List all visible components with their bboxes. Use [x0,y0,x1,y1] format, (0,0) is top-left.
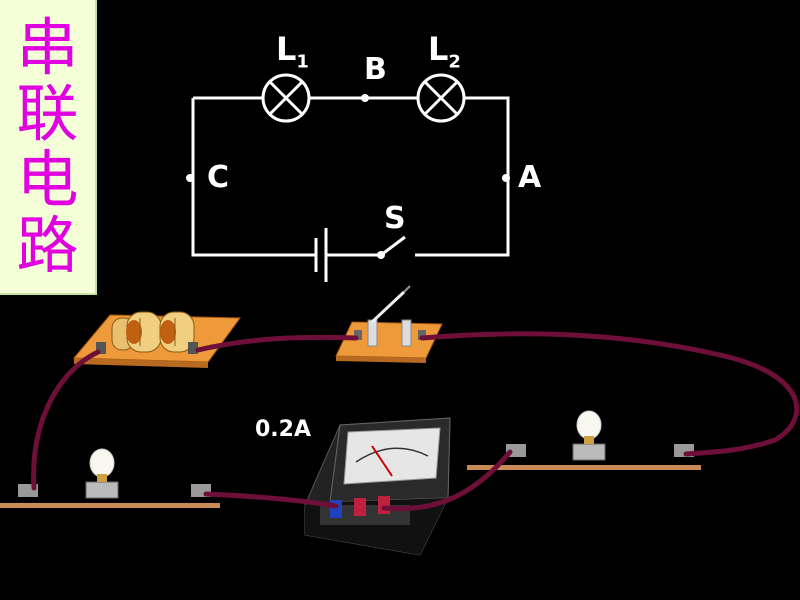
wire-ammeter-to-right-lamp [381,449,513,512]
right-light-bulb-icon [506,410,694,461]
node-a-dot [502,174,510,182]
lamp-l2-label: L2 [428,30,461,72]
right-rail [467,465,701,470]
schematic-nodes [186,94,510,259]
lamp-l1-letter: L [276,30,297,68]
node-b-dot [361,94,369,102]
circuit-schematic [191,73,510,282]
left-rail [0,503,220,508]
point-b-label: B [364,52,387,87]
wire-switch-to-right-lamp [419,331,800,457]
title-char: 电 [16,142,79,216]
ammeter-reading: 0.2A [255,417,311,442]
title-char: 路 [16,208,79,282]
pictorial-wires [31,331,800,512]
battery-holder-icon [72,311,241,368]
switch-symbol-icon [380,235,406,257]
lamp-l1-label: L1 [276,30,309,72]
ammeter-icon [304,417,451,556]
wire-holder-to-left-lamp [31,349,101,491]
title-char: 串 [16,10,79,84]
lamp-l2-symbol-icon [416,73,466,123]
wire-holder-to-switch [195,334,359,353]
schematic-wire [191,98,316,257]
battery-symbol-icon [314,228,328,282]
switch-pivot-dot [377,251,385,259]
wire-left-lamp-to-ammeter [203,491,339,509]
knife-switch-icon [335,285,443,363]
title-panel: 串 联 电 路 [0,0,97,295]
node-c-dot [186,174,194,182]
lamp-l2-letter: L [428,30,449,68]
lamp-l1-symbol-icon [261,73,311,123]
lamp-l1-subscript: 1 [296,51,309,73]
lamp-l2-subscript: 2 [448,51,461,73]
point-c-label: C [207,160,230,195]
switch-s-label: S [384,201,406,236]
left-light-bulb-icon [18,448,211,499]
point-a-label: A [518,160,542,195]
title-char: 联 [16,76,79,150]
schematic-wire [415,96,510,257]
